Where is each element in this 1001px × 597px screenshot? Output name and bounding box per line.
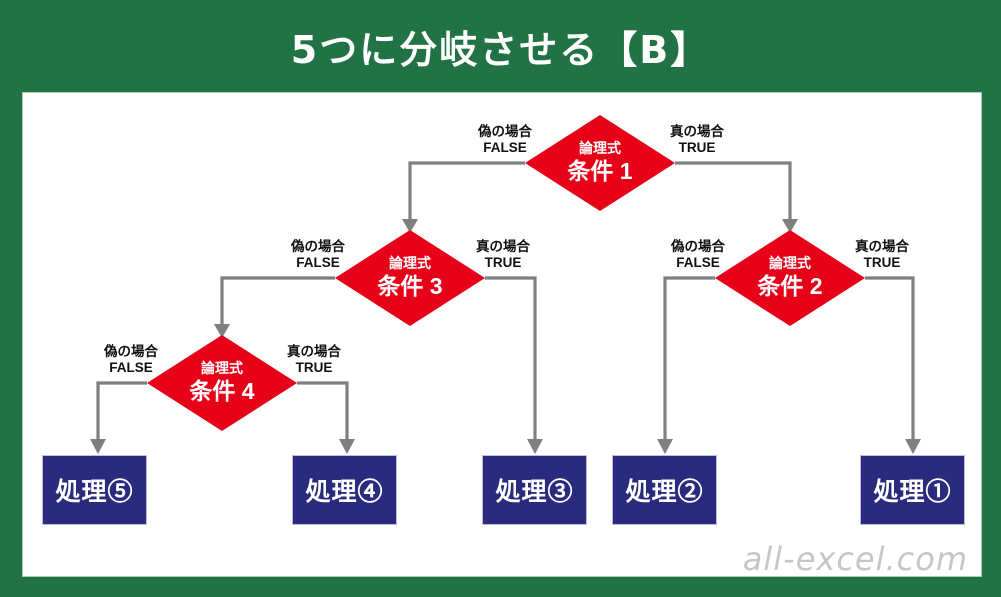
true-branch-label-en: TRUE: [484, 255, 522, 271]
title-bar: 5つに分岐させる【B】: [0, 0, 1001, 92]
false-branch-label-ja: 偽の場合: [478, 124, 532, 139]
true-branch-label-ja: 真の場合: [855, 239, 909, 254]
diamond-type-label: 論理式: [579, 140, 621, 157]
true-branch-label-c3: 真の場合 TRUE: [448, 239, 558, 271]
diamond-type-label: 論理式: [201, 360, 243, 377]
false-branch-label-c3: 偽の場合 FALSE: [263, 239, 373, 271]
diamond-condition-label: 条件 4: [189, 378, 255, 405]
false-branch-label-c2: 偽の場合 FALSE: [643, 239, 753, 271]
true-branch-label-en: TRUE: [295, 360, 333, 376]
true-branch-label-en: TRUE: [678, 140, 716, 156]
false-branch-label-en: FALSE: [109, 360, 153, 376]
true-branch-label-ja: 真の場合: [476, 239, 530, 254]
diamond-type-label: 論理式: [389, 255, 431, 272]
false-branch-label-c1: 偽の場合 FALSE: [450, 124, 560, 156]
true-branch-label-ja: 真の場合: [287, 344, 341, 359]
process-box-5: 処理⑤: [42, 455, 147, 525]
diamond-condition-label: 条件 3: [377, 273, 443, 300]
process-box-3: 処理③: [482, 455, 587, 525]
true-branch-label-c2: 真の場合 TRUE: [827, 239, 937, 271]
false-branch-label-en: FALSE: [483, 140, 527, 156]
page-title: 5つに分岐させる【B】: [290, 27, 711, 72]
false-branch-label-ja: 偽の場合: [291, 239, 345, 254]
watermark: all-excel.com: [742, 540, 968, 578]
true-branch-label-ja: 真の場合: [670, 124, 724, 139]
process-box-2: 処理②: [612, 455, 717, 525]
diamond-condition-label: 条件 2: [757, 273, 823, 300]
true-branch-label-c4: 真の場合 TRUE: [259, 344, 369, 376]
true-branch-label-c1: 真の場合 TRUE: [642, 124, 752, 156]
process-box-1: 処理①: [860, 455, 965, 525]
diamond-type-label: 論理式: [769, 255, 811, 272]
false-branch-label-en: FALSE: [676, 255, 720, 271]
process-box-4: 処理④: [292, 455, 397, 525]
diamond-condition-label: 条件 1: [567, 158, 633, 185]
false-branch-label-ja: 偽の場合: [671, 239, 725, 254]
true-branch-label-en: TRUE: [863, 255, 901, 271]
false-branch-label-c4: 偽の場合 FALSE: [76, 344, 186, 376]
false-branch-label-en: FALSE: [296, 255, 340, 271]
false-branch-label-ja: 偽の場合: [104, 344, 158, 359]
